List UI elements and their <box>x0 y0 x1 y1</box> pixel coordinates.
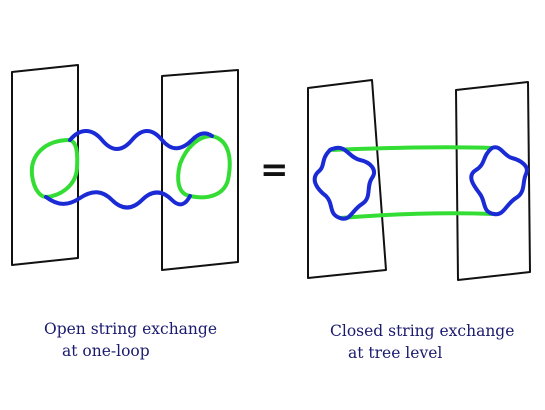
left-caption: Open string exchange at one-loop <box>44 318 217 362</box>
right-brane-1 <box>307 79 387 279</box>
right-boundary-state-2 <box>469 145 529 217</box>
right-caption: Closed string exchange at tree level <box>330 320 514 364</box>
left-brane-1 <box>11 64 79 266</box>
left-brane-2 <box>161 69 239 271</box>
right-tube-bottom <box>338 211 496 220</box>
right-caption-line2: at tree level <box>348 344 443 362</box>
left-caption-line1: Open string exchange <box>44 320 217 338</box>
right-boundary-state-1 <box>312 145 377 221</box>
left-caption-line2: at one-loop <box>62 342 150 360</box>
left-open-string-end-1 <box>29 138 80 199</box>
equals-sign: = <box>260 150 289 190</box>
left-wavy-string-top <box>68 129 214 151</box>
left-wavy-string-bottom <box>44 190 192 210</box>
right-brane-2 <box>455 81 531 281</box>
right-tube-top <box>328 145 494 152</box>
right-caption-line1: Closed string exchange <box>330 322 515 340</box>
